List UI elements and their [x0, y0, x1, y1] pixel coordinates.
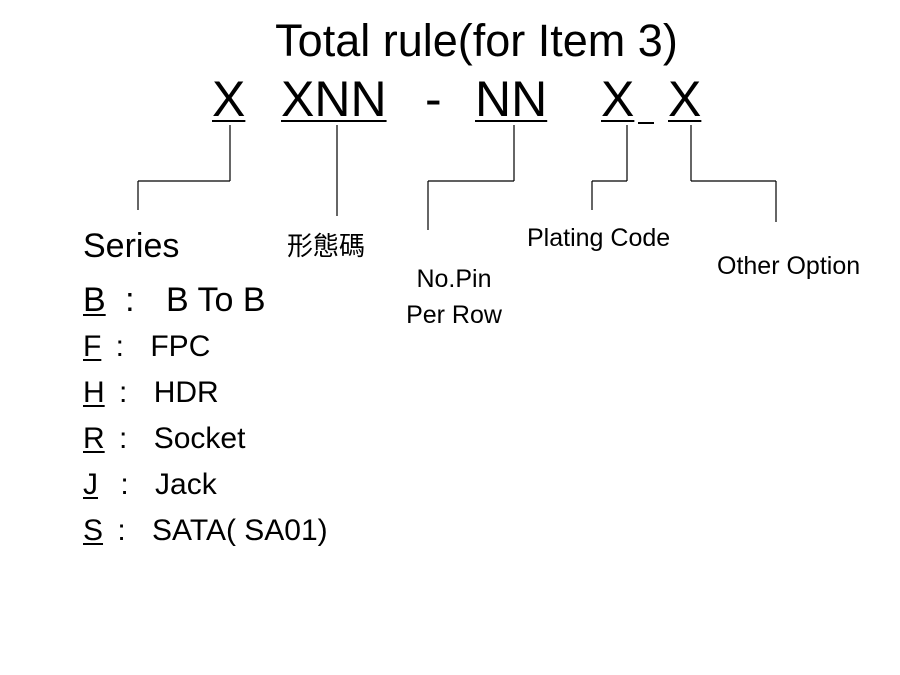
code-gap-underline — [638, 118, 654, 124]
pin-count-label-line2: Per Row — [406, 301, 502, 329]
series-heading: Series — [83, 227, 180, 265]
series-item-letter: J — [83, 468, 98, 501]
series-item-letter: H — [83, 376, 105, 409]
series-item: R : Socket — [83, 421, 245, 457]
series-item-description: SATA( SA01) — [152, 514, 328, 547]
series-item: H : HDR — [83, 375, 219, 411]
plating-code-label: Plating Code — [527, 224, 671, 252]
other-option-label: Other Option — [717, 252, 861, 280]
code-series-placeholder: X — [212, 71, 246, 127]
series-item-description: HDR — [153, 376, 219, 409]
diagram-title: Total rule(for Item 3) — [275, 15, 678, 66]
series-item-separator: : — [117, 514, 126, 547]
series-item-separator: : — [120, 468, 129, 501]
series-item: F : FPC — [83, 329, 210, 365]
series-item: J : Jack — [83, 467, 217, 503]
series-item-description: Jack — [155, 468, 217, 501]
series-item-separator: : — [115, 330, 125, 363]
series-item: S : SATA( SA01) — [83, 513, 328, 549]
pin-count-label-line1: No.Pin — [416, 265, 492, 293]
series-item-letter: S — [83, 514, 104, 547]
series-item-separator: : — [119, 422, 128, 455]
series-item-separator: : — [119, 376, 128, 409]
series-item: B : B To B — [83, 280, 266, 320]
code-dash: - — [425, 71, 442, 127]
series-item-separator: : — [125, 281, 135, 319]
series-item-description: B To B — [166, 281, 266, 319]
series-item-letter: B — [83, 281, 106, 319]
pin-count-label: No.Pin Per Row — [380, 264, 528, 330]
series-item-letter: R — [83, 422, 105, 455]
code-option-placeholder: X — [668, 71, 702, 127]
series-item-description: FPC — [150, 330, 211, 363]
form-code-label: 形態碼 — [287, 232, 366, 262]
series-item-letter: F — [83, 330, 102, 363]
code-pin-placeholder: NN — [475, 71, 548, 127]
series-item-description: Socket — [153, 422, 246, 455]
code-plating-placeholder: X — [601, 71, 635, 127]
code-form-placeholder: XNN — [281, 71, 387, 127]
